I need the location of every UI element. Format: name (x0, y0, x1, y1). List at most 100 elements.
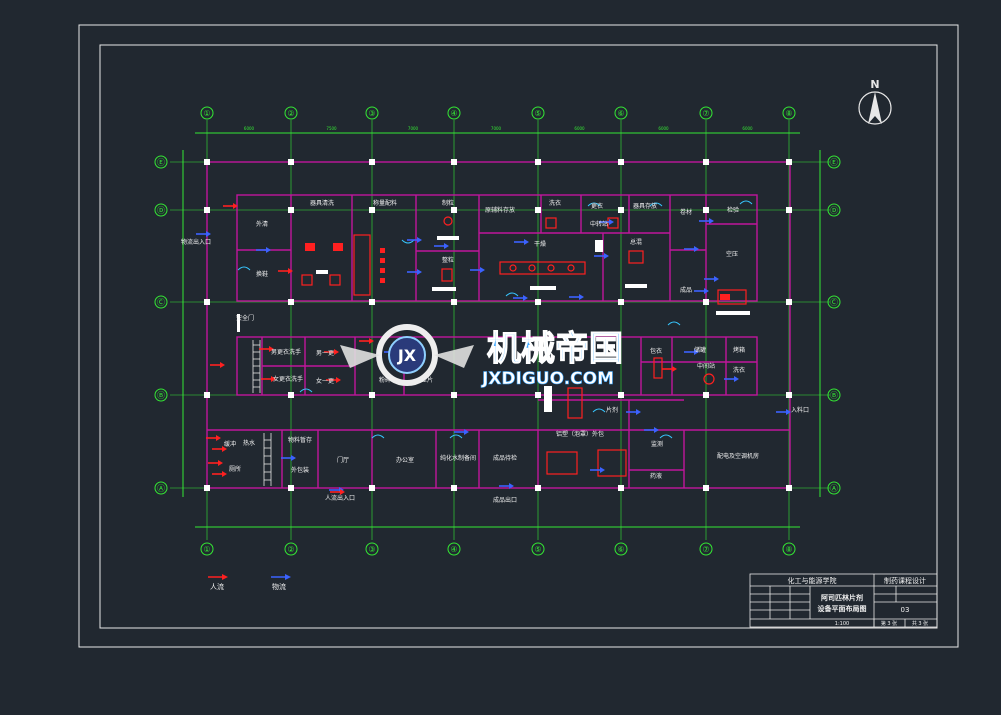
room-label-yao: 药液 (650, 472, 662, 480)
title-block (749, 573, 938, 628)
material-flow-arrow (407, 269, 422, 275)
room-label-zhengli: 整粒 (442, 256, 454, 264)
room-label-tablets: 片剂 (606, 406, 618, 414)
tb-drawing-no: 03 (901, 606, 910, 614)
room-label-juanwei: 卷材 (680, 208, 692, 216)
room-label-lingyi: 铝塑（泡罩）外包 (556, 430, 604, 438)
column-post (204, 485, 210, 491)
room-label-door_in: 入料口 (791, 406, 809, 414)
material-flow-arrow (644, 427, 659, 433)
axis-column-label: ④ (450, 545, 457, 554)
material-flow-arrow (699, 218, 714, 224)
column-post (786, 392, 792, 398)
room-label-anquan: 安全门 (236, 314, 254, 322)
column-post (535, 392, 541, 398)
axis-row-label: Ⓐ (830, 484, 838, 493)
legend: 人流 物流 (208, 574, 291, 591)
axis-column-label: ⑧ (785, 109, 792, 118)
axis-column-label: ② (287, 109, 294, 118)
axis-column-label: ① (203, 109, 210, 118)
dimension-label: 6000 (244, 126, 255, 131)
axis-row-label: Ⓓ (830, 206, 838, 215)
column-post (703, 392, 709, 398)
column-post (535, 299, 541, 305)
room-label-xiyi: 洗衣 (549, 199, 561, 207)
tb-title-2: 设备平面布局图 (818, 604, 867, 613)
axis-column-label: ③ (368, 545, 375, 554)
tb-institute: 化工与能源学院 (788, 576, 837, 585)
people-flow-arrow (278, 268, 293, 274)
people-flow-arrow (212, 471, 227, 477)
column-post (288, 392, 294, 398)
axis-row-label: Ⓑ (157, 391, 165, 400)
legend-material: 物流 (272, 582, 286, 591)
axis-row-label: Ⓑ (830, 391, 838, 400)
column-post (535, 207, 541, 213)
svg-text:JX: JX (397, 346, 417, 365)
column-post (618, 159, 624, 165)
axis-row-label: Ⓐ (157, 484, 165, 493)
column-post (204, 207, 210, 213)
room-label-chengpin: 成品 (680, 286, 692, 294)
column-post (369, 299, 375, 305)
room-label-kongzhi: 空压 (726, 250, 738, 258)
tb-sheet: 第 3 张 (881, 620, 897, 627)
column-post (535, 485, 541, 491)
material-flow-arrow (514, 239, 529, 245)
people-flow-arrow (359, 338, 374, 344)
room-label-huanxie: 换鞋 (256, 270, 268, 278)
column-post (703, 159, 709, 165)
axis-column-label: ⑤ (534, 545, 541, 554)
room-label-waibao: 外包装 (291, 466, 309, 474)
column-post (786, 299, 792, 305)
axis-column-label: ③ (368, 109, 375, 118)
material-flow-arrow (694, 288, 709, 294)
axis-column-label: ② (287, 545, 294, 554)
column-post (618, 485, 624, 491)
room-label-chunhua: 纯化水制备间 (440, 454, 476, 462)
column-post (703, 299, 709, 305)
outer-frame (78, 24, 959, 648)
axis-row-label: Ⓓ (157, 206, 165, 215)
people-flow-arrow (212, 446, 227, 452)
room-label-qiyi: 器具存放 (633, 202, 657, 210)
room-label-zhongjian2: 中转站 (590, 220, 608, 228)
people-flow-arrow (210, 362, 225, 368)
room-label-gengyi1: 男一更 (316, 350, 334, 357)
people-flow-arrow (326, 377, 341, 383)
column-post (369, 159, 375, 165)
room-label-gengyi_f: 女更衣洗手 (273, 375, 303, 383)
room-label-menting: 门厅 (337, 456, 349, 464)
room-label-zhuanyong: 器具清洗 (310, 199, 334, 207)
dimension-label: 7500 (326, 126, 337, 131)
room-label-material_store: 原辅料存放 (485, 206, 515, 214)
material-flow-arrow (513, 295, 528, 301)
legend-people: 人流 (210, 582, 224, 591)
column-post (369, 392, 375, 398)
room-label-gengyi_m: 男更衣洗手 (271, 348, 301, 356)
room-label-yanzhi: 压片 (421, 376, 433, 384)
room-label-jiyang: 储罐 (694, 346, 706, 354)
material-flow-arrow (594, 253, 609, 259)
north-label: N (870, 78, 879, 91)
people-flow-arrow (324, 349, 339, 355)
people-flow-arrow (330, 489, 345, 495)
axis-column-label: ⑥ (617, 545, 624, 554)
axis-column-label: ⑦ (702, 545, 709, 554)
column-post (535, 159, 541, 165)
room-label-waiqing: 外清 (256, 220, 268, 228)
tb-scale: 1:100 (835, 621, 849, 627)
white-fixtures (237, 236, 750, 412)
room-label-kaoyan: 烤箱 (733, 346, 745, 354)
column-post (204, 159, 210, 165)
column-post (703, 485, 709, 491)
column-post (786, 485, 792, 491)
material-flow-arrow (454, 429, 469, 435)
column-post (451, 159, 457, 165)
material-flow-arrow (684, 246, 699, 252)
room-label-chengpin_out: 成品出口 (493, 496, 517, 504)
column-post (618, 299, 624, 305)
axis-column-label: ⑧ (785, 545, 792, 554)
material-flow-arrow (599, 219, 614, 225)
